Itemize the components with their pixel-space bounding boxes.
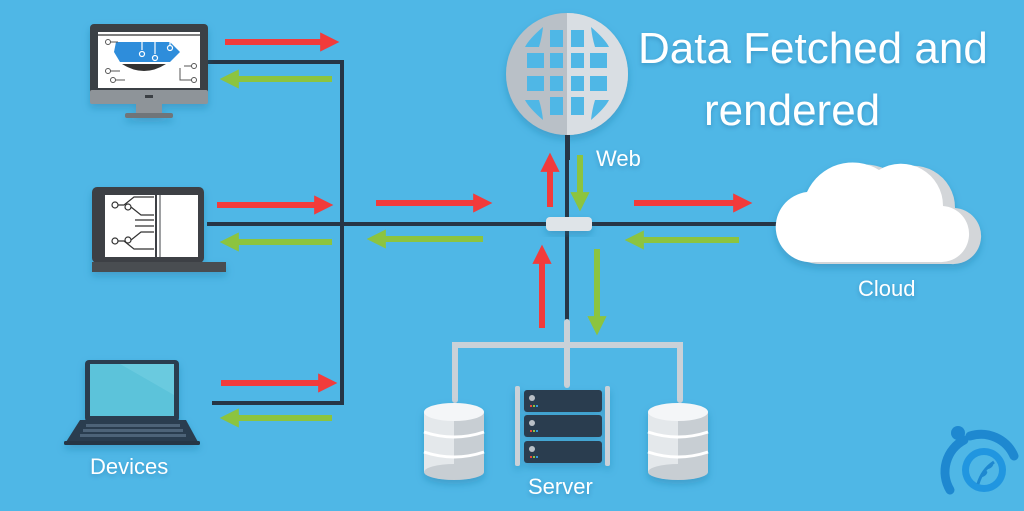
web-label: Web — [596, 146, 641, 171]
database-icon — [423, 403, 485, 480]
wheat-logo-icon — [940, 426, 1019, 495]
cloud-label: Cloud — [858, 276, 916, 301]
desktop-monitor-icon — [90, 24, 208, 118]
cloud-icon — [775, 162, 982, 265]
laptop-icon — [64, 360, 200, 445]
server-label: Server — [528, 474, 593, 499]
diagram-title-line2: rendered — [704, 86, 881, 135]
devices-label: Devices — [90, 454, 169, 479]
server-unit — [524, 415, 602, 437]
network-hub-icon — [546, 217, 592, 231]
server-bus — [452, 319, 683, 403]
laptop-circuit-icon — [92, 187, 226, 272]
server-unit — [524, 441, 602, 463]
globe-icon — [506, 13, 628, 135]
server-rack-icon — [515, 386, 610, 466]
database-icon — [647, 403, 709, 480]
wire-desktop — [207, 60, 344, 405]
diagram-title-line1: Data Fetched and — [638, 24, 988, 73]
server-unit — [524, 390, 602, 412]
arrows — [217, 32, 753, 428]
wires — [207, 60, 780, 405]
wire-web-top — [565, 135, 570, 160]
